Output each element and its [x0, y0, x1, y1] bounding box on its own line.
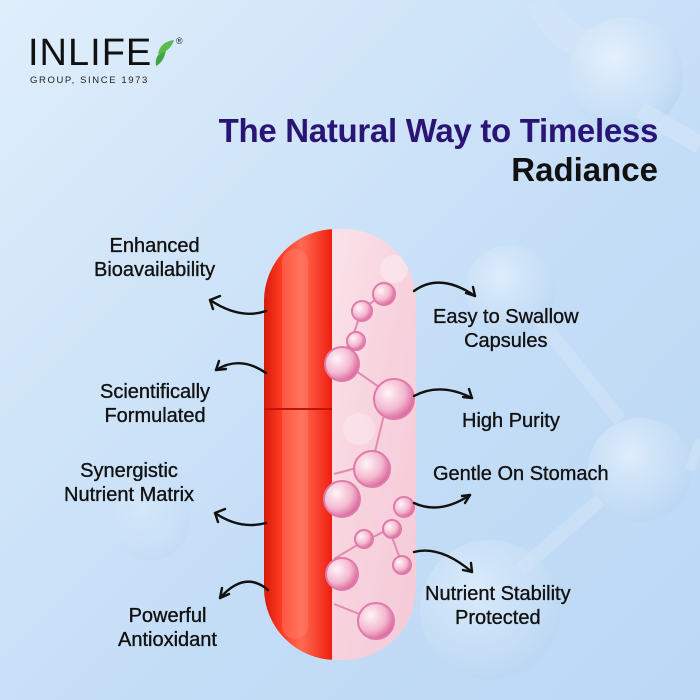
feature-text: Scientifically: [100, 381, 211, 403]
feature-text: Enhanced: [109, 235, 200, 257]
capsule-illustration: [264, 229, 416, 660]
registered-mark: ®: [176, 36, 183, 46]
feature-gentle-on-stomach: Gentle On Stomach: [433, 462, 609, 486]
leaf-icon: [155, 40, 174, 66]
brand-logo: INLIFE ® GROUP, SINCE 1973: [28, 32, 183, 86]
feature-text: Antioxidant: [118, 629, 217, 651]
feature-easy-to-swallow: Easy to Swallow Capsules: [433, 305, 579, 353]
feature-text: Easy to Swallow: [433, 306, 579, 328]
feature-text: Bioavailability: [94, 259, 216, 281]
headline-line2: Radiance: [511, 151, 658, 188]
feature-text: Synergistic: [80, 460, 178, 482]
feature-text: Capsules: [464, 330, 548, 352]
feature-text: High Purity: [462, 410, 560, 432]
feature-text: Gentle On Stomach: [433, 463, 609, 485]
feature-scientifically-formulated: Scientifically Formulated: [100, 380, 210, 428]
headline-line1: The Natural Way to Timeless: [218, 112, 659, 149]
feature-text: Nutrient Matrix: [64, 484, 195, 506]
feature-text: Nutrient Stability: [425, 583, 571, 605]
feature-text: Protected: [455, 607, 541, 629]
feature-enhanced-bioavailability: Enhanced Bioavailability: [94, 234, 216, 282]
feature-text: Formulated: [104, 405, 206, 427]
brand-tagline: GROUP, SINCE 1973: [30, 75, 149, 86]
feature-synergistic-nutrient-matrix: Synergistic Nutrient Matrix: [64, 459, 194, 507]
feature-high-purity: High Purity: [462, 409, 560, 433]
feature-nutrient-stability: Nutrient Stability Protected: [425, 582, 571, 630]
feature-powerful-antioxidant: Powerful Antioxidant: [118, 604, 217, 652]
brand-name: INLIFE: [28, 32, 153, 74]
feature-text: Powerful: [128, 605, 207, 627]
